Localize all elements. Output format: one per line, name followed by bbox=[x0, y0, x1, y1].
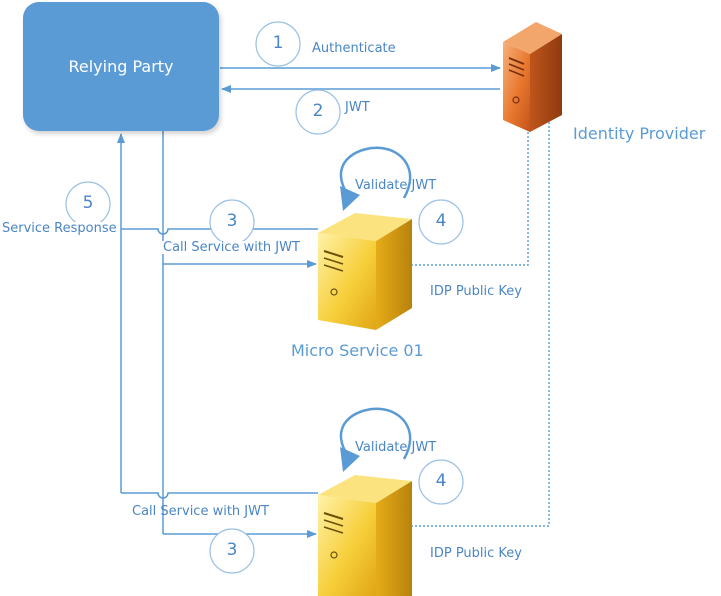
validate-arrowhead-1 bbox=[340, 186, 360, 211]
idp-public-key-label-2: IDP Public Key bbox=[430, 546, 522, 561]
step-1-circle bbox=[255, 21, 301, 67]
validate-loop-1 bbox=[339, 146, 412, 199]
step-2-number: 2 bbox=[312, 101, 324, 121]
step-5-number: 5 bbox=[82, 193, 94, 213]
identity-provider-server-icon bbox=[503, 22, 562, 132]
step-3-number-2: 3 bbox=[226, 540, 238, 560]
step-3-circle-2 bbox=[209, 528, 255, 574]
step-4-circle-2 bbox=[418, 459, 464, 505]
validate-loop-2 bbox=[339, 407, 412, 460]
service-response-label: Service Response bbox=[1, 221, 118, 236]
validate-arrowhead-2 bbox=[340, 447, 360, 472]
step-1-number: 1 bbox=[272, 33, 284, 53]
call-service-label-1: Call Service with JWT bbox=[162, 240, 301, 255]
call-service-label-2: Call Service with JWT bbox=[132, 504, 269, 519]
step-3-number-1: 3 bbox=[226, 211, 238, 231]
response-line-2 bbox=[121, 492, 318, 499]
relying-party-box: Relying Party bbox=[23, 2, 219, 131]
idp-key-line-2 bbox=[412, 118, 550, 527]
idp-public-key-label-1: IDP Public Key bbox=[430, 284, 522, 299]
relying-party-label: Relying Party bbox=[68, 57, 174, 76]
validate-jwt-label-1: Validate JWT bbox=[355, 178, 437, 193]
step-4-circle-1 bbox=[418, 199, 464, 245]
step-4-number-1: 4 bbox=[435, 211, 447, 231]
micro-service-01-server-icon bbox=[318, 213, 412, 330]
idp-key-line-1 bbox=[412, 132, 529, 266]
step-4-number-2: 4 bbox=[435, 471, 447, 491]
micro-service-01-label: Micro Service 01 bbox=[291, 341, 424, 360]
identity-provider-label: Identity Provider bbox=[573, 124, 706, 143]
step-2-circle bbox=[295, 89, 341, 135]
authenticate-label: Authenticate bbox=[312, 41, 396, 56]
validate-jwt-label-2: Validate JWT bbox=[355, 440, 437, 455]
jwt-label: JWT bbox=[345, 100, 370, 115]
micro-service-02-server-icon bbox=[318, 475, 412, 596]
